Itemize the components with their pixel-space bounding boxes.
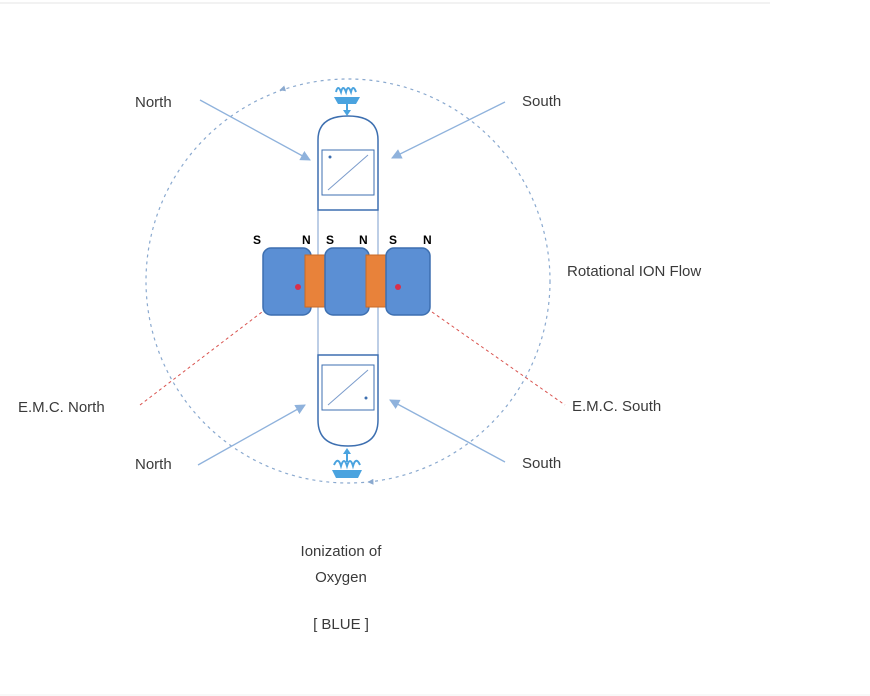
magnet-right xyxy=(385,247,431,316)
label-rotational-flow: Rotational ION Flow xyxy=(567,263,701,280)
magnet-assembly xyxy=(262,247,431,316)
rotation-circle xyxy=(145,78,551,485)
label-south-bottom: South xyxy=(522,455,561,472)
marker-dot-left xyxy=(295,284,301,290)
marker-dot-right xyxy=(395,284,401,290)
caption-line2: Oxygen xyxy=(315,569,367,586)
spacer-left xyxy=(304,254,328,308)
label-north-bottom: North xyxy=(135,456,172,473)
top-electrode xyxy=(317,115,379,211)
pole-label: N xyxy=(359,233,368,247)
label-south-top: South xyxy=(522,93,561,110)
fountain-icon xyxy=(334,87,360,116)
bottom-electrode xyxy=(317,354,379,447)
field-arrows xyxy=(197,99,506,466)
caption-line1: Ionization of xyxy=(301,543,383,560)
spacer-right xyxy=(365,254,389,308)
pole-label: S xyxy=(253,233,261,247)
pole-label: S xyxy=(389,233,397,247)
pole-label: N xyxy=(423,233,432,247)
magnet-left xyxy=(262,247,312,316)
pole-label: N xyxy=(302,233,311,247)
pole-labels: S N S N S N xyxy=(253,233,432,247)
caption-line3: [ BLUE ] xyxy=(313,616,369,633)
pole-label: S xyxy=(326,233,334,247)
emc-lines xyxy=(139,311,566,406)
fountain-icon xyxy=(332,448,362,478)
label-north-top: North xyxy=(135,94,172,111)
magnet-center xyxy=(324,247,370,316)
label-emc-north: E.M.C. North xyxy=(18,399,105,416)
label-emc-south: E.M.C. South xyxy=(572,398,661,415)
